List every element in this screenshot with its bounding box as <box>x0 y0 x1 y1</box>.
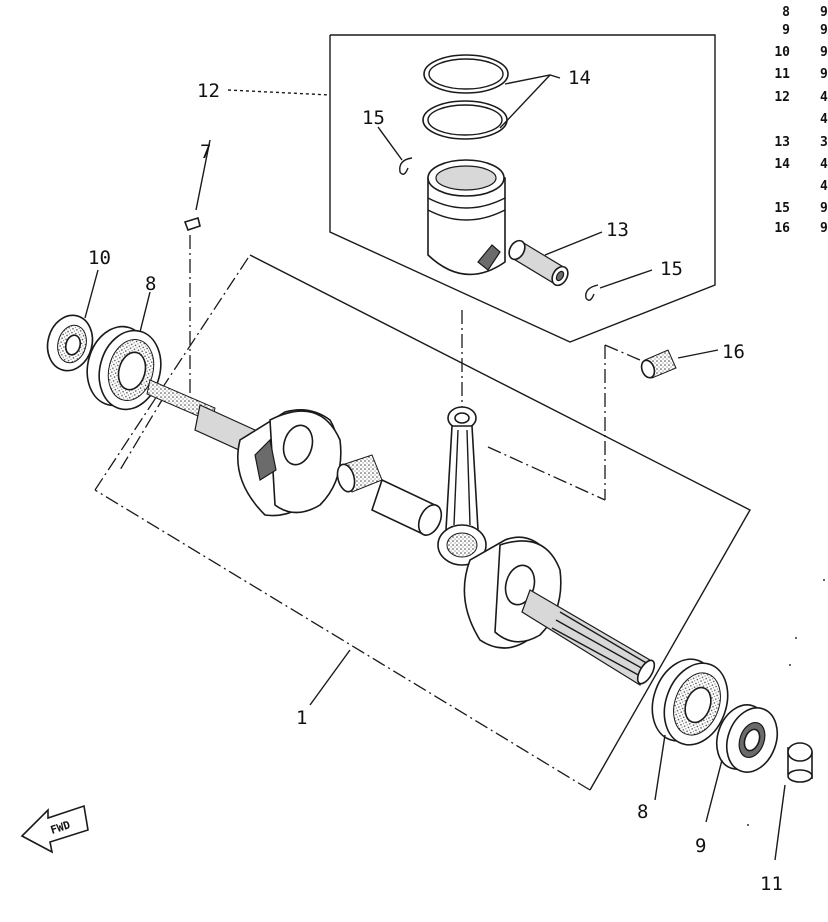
callout-1: 1 <box>296 707 307 729</box>
callout-15-right: 15 <box>660 258 683 280</box>
alignment-lines <box>119 235 641 501</box>
crankshaft-frame <box>94 254 751 791</box>
piston-pin <box>508 239 569 287</box>
legend-num-3: 11 <box>774 67 790 82</box>
piston-kit-frame <box>329 34 716 343</box>
oil-seal-left <box>46 314 94 372</box>
legend-num-0: 8 <box>782 5 790 20</box>
callout-7: 7 <box>200 141 211 163</box>
parts-legend: 8 9 9 9 10 9 11 9 12 4 4 13 3 14 4 4 15 … <box>774 5 828 236</box>
legend-code-4: 4 <box>820 90 828 105</box>
legend-code-8: 4 <box>820 179 828 194</box>
piston-ring-lower <box>422 100 508 140</box>
legend-code-7: 4 <box>820 157 828 172</box>
crank-pin <box>371 478 443 537</box>
connecting-rod <box>437 406 487 566</box>
legend-code-6: 3 <box>820 135 828 150</box>
circlip-right <box>585 284 599 301</box>
callout-12: 12 <box>197 80 220 102</box>
woodruff-key <box>183 216 201 232</box>
callouts: 12 14 15 7 13 15 16 10 8 1 8 9 11 <box>88 67 783 895</box>
legend-num-2: 10 <box>774 45 790 60</box>
callout-13: 13 <box>606 219 629 241</box>
bearing-left <box>86 325 162 411</box>
leader-lines <box>84 74 786 861</box>
callout-16: 16 <box>722 341 745 363</box>
small-end-bearing <box>640 349 677 379</box>
callout-14: 14 <box>568 67 591 89</box>
callout-8-left: 8 <box>145 273 156 295</box>
crankshaft-left-half <box>146 379 342 517</box>
legend-num-6: 13 <box>774 135 790 150</box>
big-end-bearing <box>336 454 383 493</box>
legend-code-1: 9 <box>820 23 828 38</box>
piston-ring-upper <box>423 54 509 94</box>
legend-num-4: 12 <box>774 90 790 105</box>
legend-num-10: 16 <box>774 221 790 236</box>
legend-code-2: 9 <box>820 45 828 60</box>
legend-code-0: 9 <box>820 5 828 20</box>
legend-num-9: 15 <box>774 201 790 216</box>
collar <box>787 742 813 783</box>
oil-seal-right <box>715 704 779 773</box>
legend-code-3: 9 <box>820 67 828 82</box>
callout-11: 11 <box>760 873 783 895</box>
circlip-left <box>399 157 413 175</box>
callout-10: 10 <box>88 247 111 269</box>
legend-code-10: 9 <box>820 221 828 236</box>
legend-num-1: 9 <box>782 23 790 38</box>
scan-specks <box>747 579 825 826</box>
piston <box>427 159 506 276</box>
crankshaft-right-half <box>463 536 656 686</box>
bearing-right <box>651 658 729 746</box>
callout-9: 9 <box>695 835 706 857</box>
legend-code-9: 9 <box>820 201 828 216</box>
fwd-label: FWD <box>49 818 72 837</box>
legend-code-5: 4 <box>820 112 828 127</box>
callout-8-right: 8 <box>637 801 648 823</box>
legend-num-7: 14 <box>774 157 790 172</box>
fwd-arrow: FWD <box>20 804 89 854</box>
callout-15-top: 15 <box>362 107 385 129</box>
